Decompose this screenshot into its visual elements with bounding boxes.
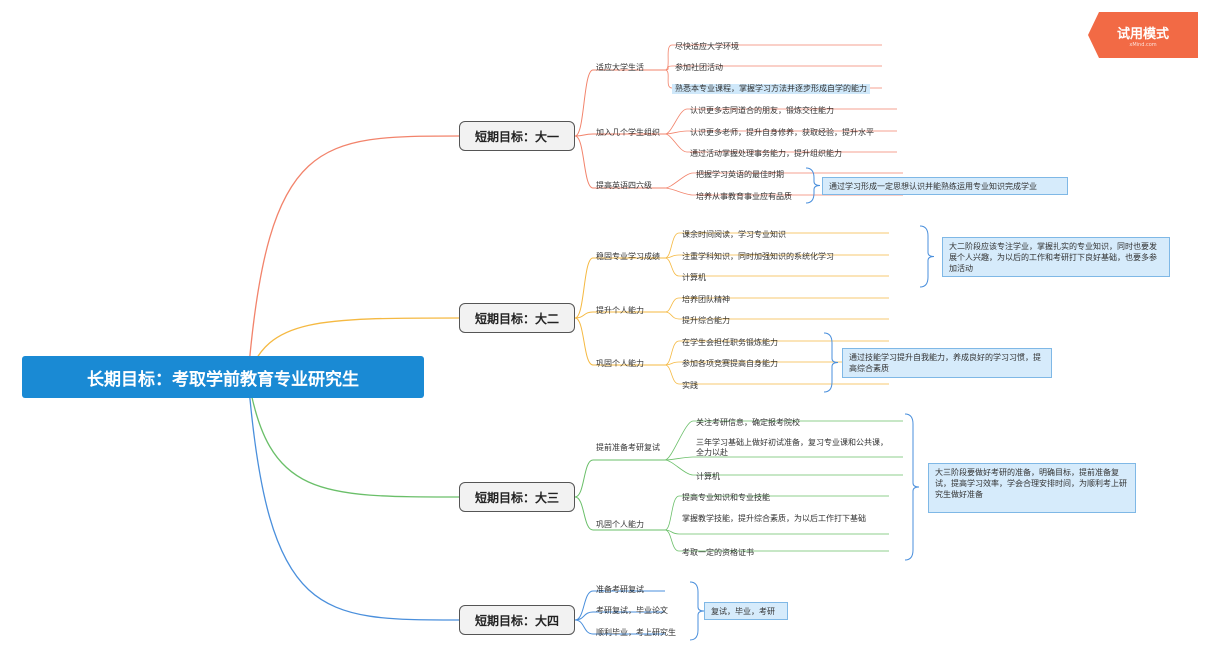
branch-year-2[interactable]: 短期目标：大二 (459, 303, 575, 333)
subtopic-connector (574, 619, 594, 635)
leaf-topic[interactable]: 培养团队精神 (682, 295, 730, 304)
subtopic[interactable]: 顺利毕业，考上研究生 (596, 628, 676, 637)
subtopic[interactable]: 适应大学生活 (596, 63, 644, 72)
leaf-connector (664, 69, 673, 89)
subtopic-connector (574, 459, 594, 498)
leaf-connector (664, 172, 694, 189)
subtopic[interactable]: 提升个人能力 (596, 306, 644, 315)
summary-note[interactable]: 复试，毕业，考研 (704, 602, 788, 620)
subtopic[interactable]: 巩固个人能力 (596, 520, 644, 529)
subtopic-connector (574, 496, 594, 531)
branch-connector (247, 376, 460, 498)
leaf-topic[interactable]: 提高专业知识和专业技能 (682, 493, 770, 502)
subtopic-connector (574, 590, 594, 621)
branch-year-3[interactable]: 短期目标：大三 (459, 482, 575, 512)
leaf-topic[interactable]: 掌握教学技能，提升综合素质，为以后工作打下基础 (682, 514, 866, 523)
leaf-topic[interactable]: 认识更多志同道合的朋友，锻炼交往能力 (690, 106, 834, 115)
leaf-topic[interactable]: 关注考研信息，确定报考院校 (696, 418, 800, 427)
subtopic-connector (574, 69, 594, 137)
leaf-topic[interactable]: 通过活动掌握处理事务能力，提升组织能力 (690, 149, 842, 158)
summary-brace (904, 413, 920, 561)
leaf-connector (664, 130, 688, 135)
summary-brace (689, 581, 705, 641)
summary-note[interactable]: 大二阶段应该专注学业，掌握扎实的专业知识，同时也要发展个人兴趣，为以后的工作和考… (942, 237, 1170, 277)
leaf-connector (664, 364, 680, 385)
summary-brace (805, 167, 821, 204)
leaf-topic[interactable]: 三年学习基础上做好初试准备，复习专业课和公共课，全力以赴 (696, 438, 888, 457)
leaf-topic[interactable]: 参加社团活动 (675, 63, 723, 72)
leaf-connector (664, 495, 680, 531)
trial-mode-label: 试用模式 (1116, 26, 1169, 42)
leaf-topic[interactable]: 尽快适应大学环境 (675, 42, 739, 51)
leaf-topic[interactable]: 考取一定的资格证书 (682, 548, 754, 557)
trial-mode-badge[interactable]: 试用模式 xMind.com (1088, 12, 1198, 58)
leaf-topic[interactable]: 培养从事教育事业应有品质 (696, 192, 792, 201)
branch-connector (247, 376, 460, 621)
leaf-topic[interactable]: 注重学科知识，同时加强知识的系统化学习 (682, 252, 834, 261)
subtopic[interactable]: 准备考研复试 (596, 585, 644, 594)
summary-brace (823, 332, 839, 393)
leaf-connector (664, 108, 688, 135)
subtopic[interactable]: 提前准备考研复试 (596, 443, 660, 452)
leaf-topic-highlighted[interactable]: 熟悉本专业课程，掌握学习方法并逐步形成自学的能力 (672, 84, 870, 94)
subtopic-connector (574, 311, 594, 319)
leaf-connector (664, 340, 680, 366)
branch-connector (247, 135, 460, 378)
leaf-connector (664, 187, 694, 196)
leaf-topic[interactable]: 计算机 (696, 472, 720, 481)
leaf-connector (664, 297, 680, 313)
subtopic-connector (574, 317, 594, 366)
leaf-topic[interactable]: 在学生会担任职务锻炼能力 (682, 338, 778, 347)
summary-brace (919, 225, 935, 288)
leaf-connector (664, 232, 680, 259)
leaf-connector (664, 257, 680, 277)
leaf-connector (664, 529, 680, 552)
branch-year-4[interactable]: 短期目标：大四 (459, 605, 575, 635)
summary-note[interactable]: 大三阶段要做好考研的准备，明确目标，提前准备复试，提高学习效率，学会合理安排时间… (928, 463, 1136, 513)
summary-note[interactable]: 通过技能学习提升自我能力，养成良好的学习习惯，提高综合素质 (842, 348, 1052, 378)
leaf-topic[interactable]: 提升综合能力 (682, 316, 730, 325)
subtopic[interactable]: 考研复试，毕业论文 (596, 606, 668, 615)
root-topic[interactable]: 长期目标：考取学前教育专业研究生 (22, 356, 424, 398)
leaf-topic[interactable]: 计算机 (682, 273, 706, 282)
leaf-connector (664, 456, 694, 461)
branch-year-1[interactable]: 短期目标：大一 (459, 121, 575, 151)
subtopic[interactable]: 巩固个人能力 (596, 359, 644, 368)
leaf-topic[interactable]: 参加各项竞赛提高自身能力 (682, 359, 778, 368)
summary-note[interactable]: 通过学习形成一定思想认识并能熟练运用专业知识完成学业 (822, 177, 1068, 195)
trial-mode-sub: xMind.com (1129, 41, 1157, 48)
leaf-connector (664, 420, 694, 461)
subtopic[interactable]: 提高英语四六级 (596, 181, 652, 190)
subtopic-connector (574, 257, 594, 319)
leaf-connector (664, 44, 673, 71)
leaf-connector (664, 459, 694, 476)
subtopic-connector (574, 133, 594, 137)
leaf-connector (664, 133, 688, 153)
subtopic[interactable]: 稳固专业学习成绩 (596, 252, 660, 261)
leaf-topic[interactable]: 认识更多老师，提升自身修养，获取经验，提升水平 (690, 128, 874, 137)
leaf-topic[interactable]: 课余时间阅读，学习专业知识 (682, 230, 786, 239)
leaf-topic[interactable]: 实践 (682, 381, 698, 390)
leaf-connector (664, 311, 680, 320)
subtopic[interactable]: 加入几个学生组织 (596, 128, 660, 137)
leaf-topic[interactable]: 把握学习英语的最佳时期 (696, 170, 784, 179)
subtopic-connector (574, 135, 594, 189)
